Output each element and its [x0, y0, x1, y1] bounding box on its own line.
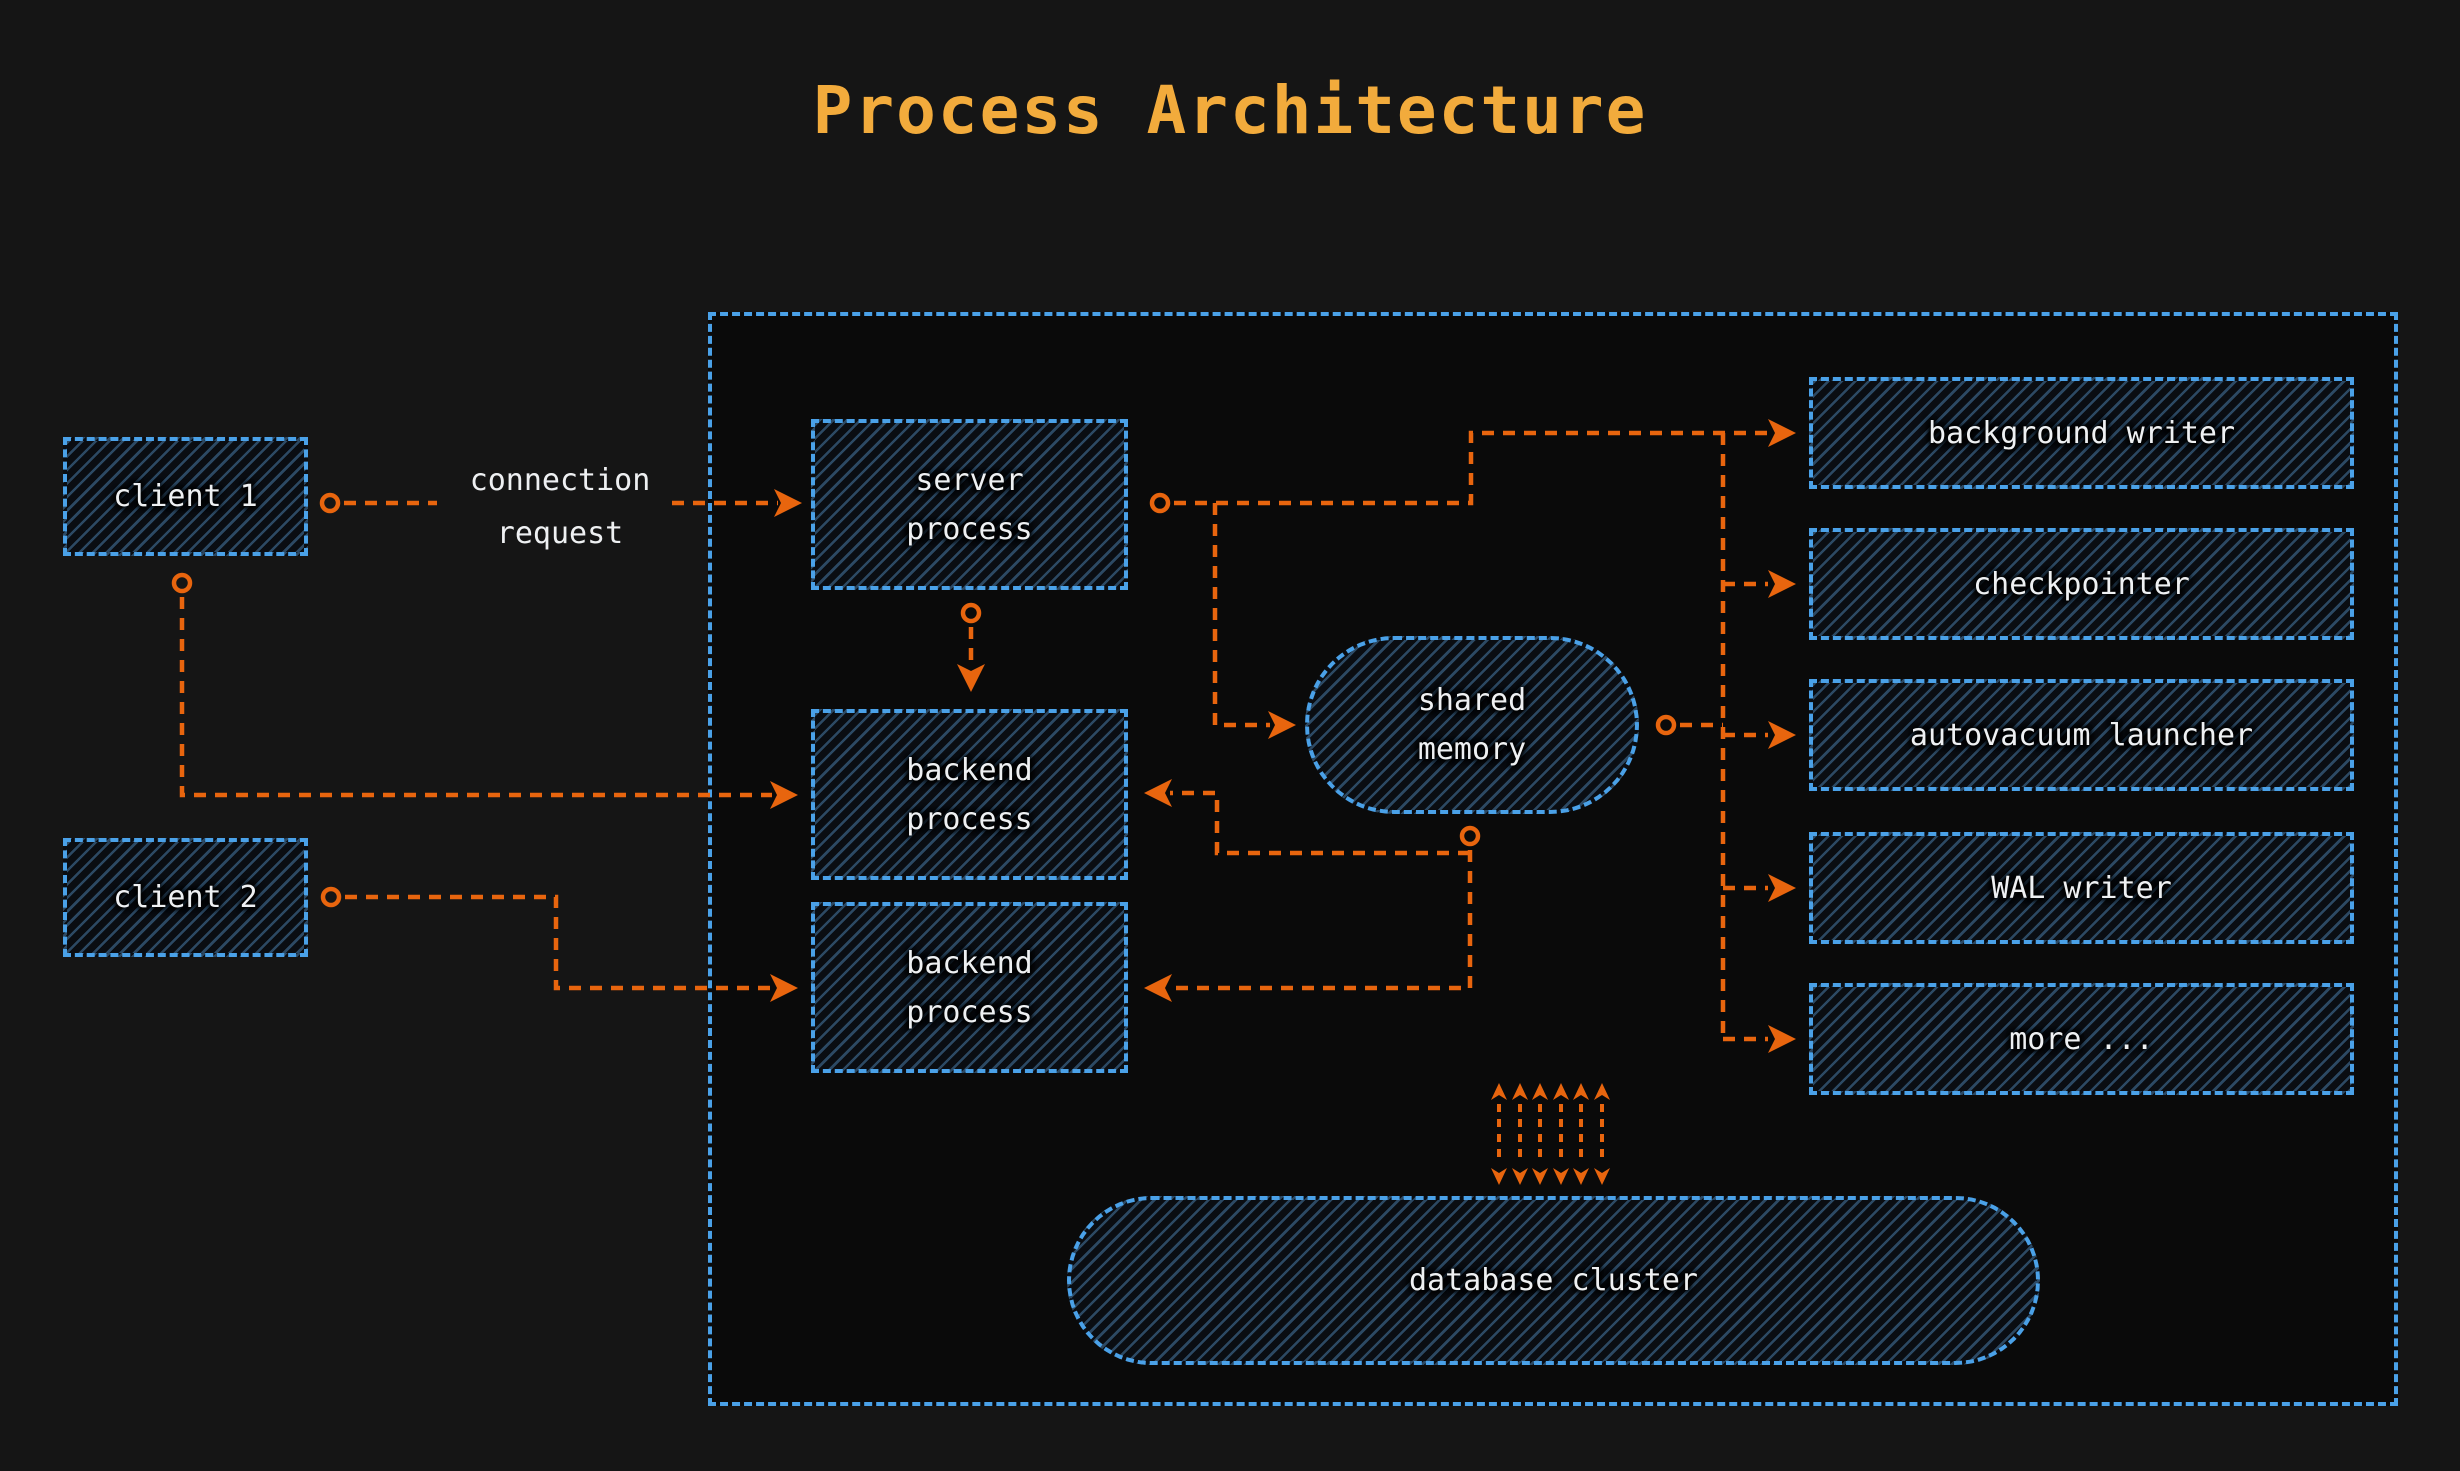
connection-request-label: connection request [469, 463, 651, 551]
node-checkpointer: checkpointer [1809, 528, 2354, 640]
node-client-1-label: client 1 [113, 479, 258, 514]
node-autovacuum-launcher: autovacuum launcher [1809, 679, 2354, 791]
node-database-cluster: database cluster [1067, 1196, 2040, 1365]
node-more: more ... [1809, 983, 2354, 1095]
node-checkpointer-label: checkpointer [1973, 566, 2190, 602]
node-client-2-label: client 2 [113, 880, 258, 915]
node-client-1: client 1 [63, 437, 308, 556]
node-backend-process-1-label: backend process [906, 752, 1033, 837]
node-backend-process-2-label: backend process [906, 945, 1033, 1030]
connection-dot [171, 572, 193, 594]
node-backend-process-2: backend process [811, 902, 1128, 1073]
node-shared-memory-label: shared memory [1417, 683, 1527, 767]
node-wal-writer-label: WAL writer [1991, 870, 2172, 906]
edge-segment [179, 597, 772, 798]
connection-dot [319, 492, 341, 514]
node-more-label: more ... [2009, 1021, 2154, 1057]
node-background-writer: background writer [1809, 377, 2354, 489]
node-backend-process-1: backend process [811, 709, 1128, 880]
node-server-process: server process [811, 419, 1128, 590]
edge-client1-to-backend-process-1 [171, 572, 798, 809]
connection-dot [320, 886, 342, 908]
node-background-writer-label: background writer [1927, 415, 2236, 451]
diagram-title: Process Architecture [812, 72, 1648, 149]
node-server-process-label: server process [906, 462, 1033, 547]
node-wal-writer: WAL writer [1809, 832, 2354, 944]
node-autovacuum-launcher-label: autovacuum launcher [1909, 717, 2254, 753]
node-shared-memory: shared memory [1305, 636, 1639, 814]
node-database-cluster-label: database cluster [1409, 1263, 1698, 1298]
node-client-2: client 2 [63, 838, 308, 957]
